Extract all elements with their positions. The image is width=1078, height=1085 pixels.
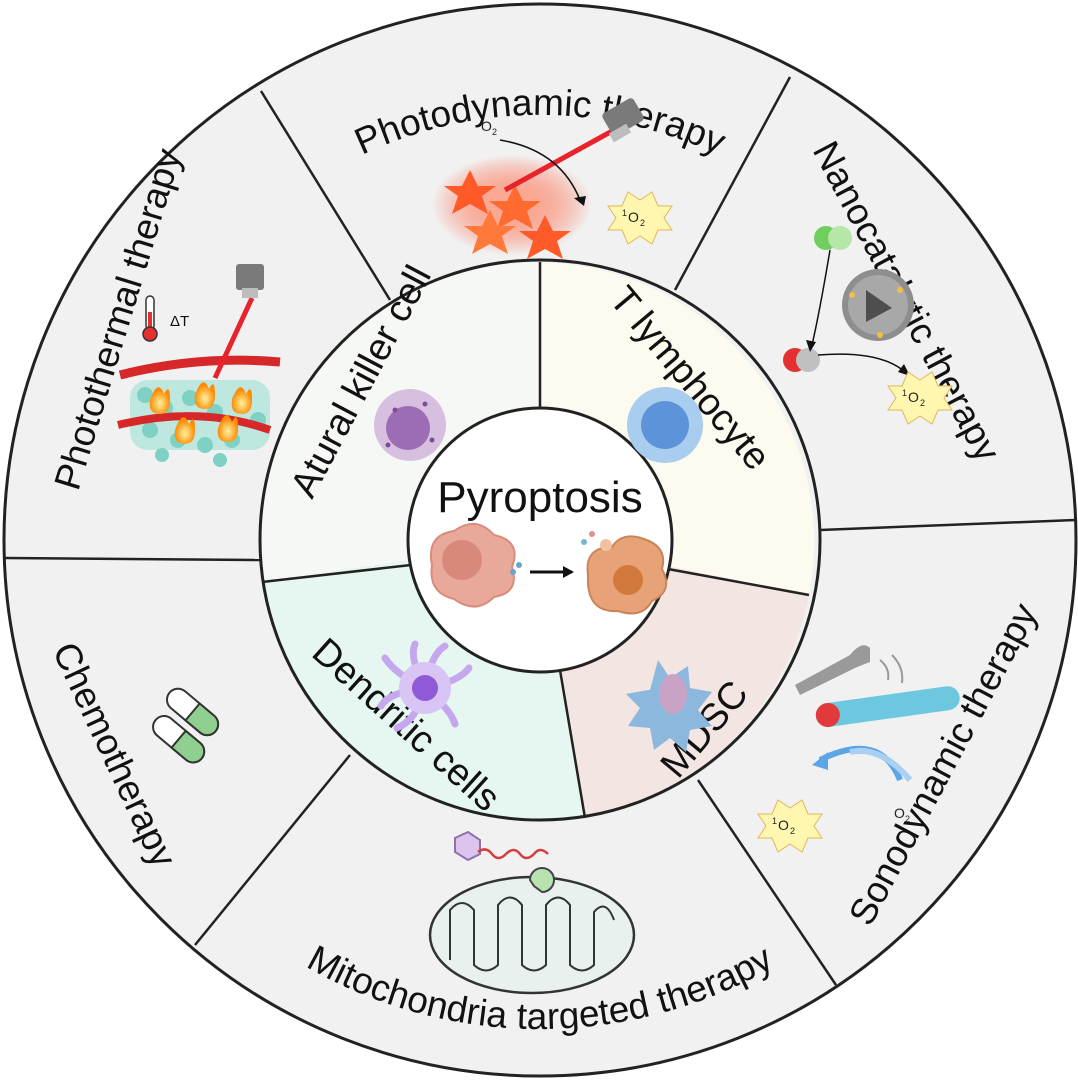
chemotherapy-pills — [152, 687, 220, 764]
singlet-oxygen-badge — [607, 191, 673, 245]
svg-text:1: 1 — [622, 208, 627, 218]
arrow-head — [563, 566, 574, 578]
svg-text:2: 2 — [920, 398, 925, 408]
svg-text:O: O — [628, 209, 639, 225]
mdsc-icon — [626, 660, 712, 752]
svg-text:2: 2 — [492, 127, 497, 137]
mitochondria-illustration — [428, 830, 636, 995]
photodynamic-o2-label: O — [481, 118, 492, 134]
nano-singlet-badge — [887, 371, 953, 425]
svg-text:2: 2 — [640, 218, 645, 228]
center-title: Pyroptosis — [437, 473, 642, 522]
svg-text:2: 2 — [790, 826, 795, 836]
photodynamic-illustration: O 2 1 O 2 — [432, 98, 673, 259]
pyroptosis-cell-icon — [430, 523, 522, 608]
swollen-cell-icon — [581, 531, 668, 615]
ultrasound-probe-icon — [795, 645, 870, 695]
dendritic-cell-body — [399, 662, 451, 714]
svg-text:O: O — [778, 817, 789, 833]
svg-text:O: O — [908, 389, 919, 405]
svg-text:1: 1 — [902, 388, 907, 398]
svg-text:2: 2 — [905, 814, 910, 824]
delta-t-label: ΔT — [170, 313, 189, 330]
targeting-ligand-icon — [454, 830, 481, 862]
sonodynamic-illustration: 1 O 2 O 2 — [757, 645, 960, 853]
nanocatalytic-illustration: 1 O 2 — [783, 226, 953, 425]
t-lymphocyte-icon — [627, 387, 703, 463]
outer-dividers — [4, 76, 1076, 986]
svg-text:1: 1 — [772, 816, 777, 826]
sono-singlet-badge — [757, 799, 823, 853]
sono-o2-label: O — [894, 805, 905, 821]
nk-cell-icon — [374, 389, 446, 461]
photothermal-illustration: ΔT — [117, 264, 281, 467]
